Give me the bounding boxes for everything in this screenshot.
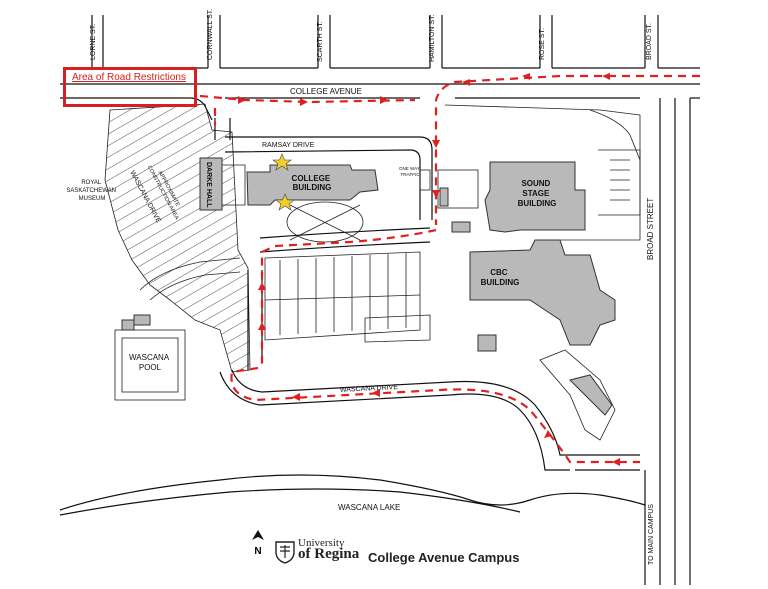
university-crest-icon	[275, 541, 295, 564]
university-bottom-text: of Regina	[298, 546, 360, 562]
detour-route	[199, 73, 700, 466]
campus-roads	[59, 104, 646, 516]
broad-street-label: BROAD STREET	[646, 198, 655, 260]
svg-text:N: N	[254, 546, 261, 557]
star-markers	[272, 153, 295, 211]
to-main-campus-label: TO MAIN CAMPUS	[648, 504, 655, 565]
campus-title: College Avenue Campus	[368, 550, 520, 565]
cbc-building-label: CBC BUILDING	[481, 268, 520, 287]
road-restriction-label: Area of Road Restrictions	[72, 72, 186, 83]
broad-st-top-label: BROAD ST.	[646, 23, 653, 60]
wascana-drive-label: WASCANA DRIVE	[340, 384, 399, 394]
wascana-lake-label: WASCANA LAKE	[338, 503, 400, 512]
sound-stage-label: SOUND STAGE BUILDING	[518, 179, 557, 208]
university-top-text: University	[298, 537, 345, 549]
north-arrow-icon: N	[252, 530, 264, 557]
wascana-pool	[114, 329, 186, 401]
lorne-st-label: LORNE ST.	[90, 24, 97, 60]
wascana-pool-label: WASCANA POOL	[129, 353, 171, 372]
museum-label: ROYAL SASKATCHEWAN MUSEUM	[66, 180, 117, 202]
hamilton-st-label: HAMILTON ST.	[429, 14, 436, 62]
university-wordmark: University of Regina	[298, 537, 360, 562]
road-restriction-legend-box	[63, 67, 197, 107]
sound-stage-building	[484, 161, 586, 233]
cornwall-st-label: CORNWALL ST.	[207, 9, 214, 60]
scarth-st-label: SCARTH ST.	[317, 21, 324, 62]
buildings	[114, 157, 616, 416]
college-avenue-label: COLLEGE AVENUE	[290, 87, 362, 96]
darke-hall-label: DARKE HALL	[205, 162, 212, 208]
one-way-label: ONE WAY TRAFFIC	[399, 166, 421, 177]
rose-st-label: ROSE ST.	[539, 28, 546, 60]
college-building-label: COLLEGE BUILDING	[292, 174, 333, 192]
college-building	[246, 164, 379, 206]
cbc-building	[469, 239, 616, 346]
ramsay-drive-label: RAMSAY DRIVE	[262, 142, 315, 149]
darke-hall	[199, 157, 223, 211]
construction-area	[104, 103, 251, 373]
